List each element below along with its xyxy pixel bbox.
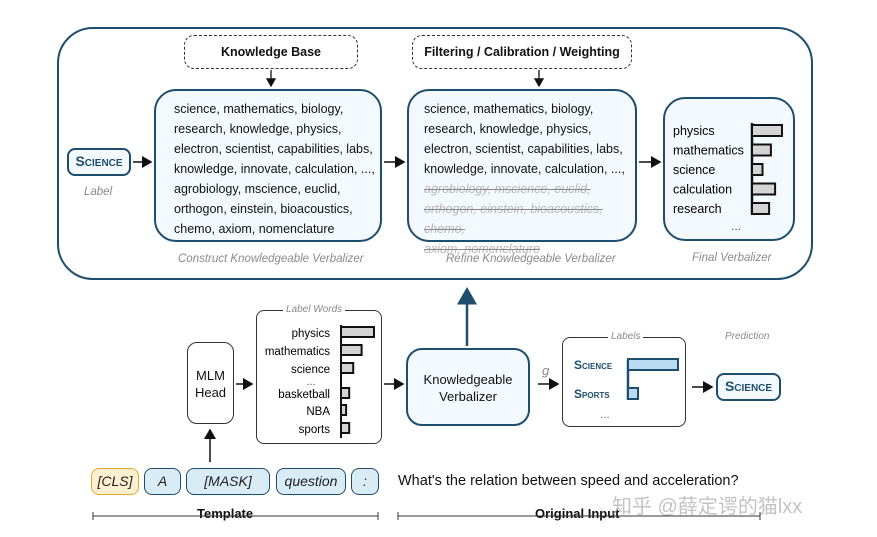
verbalizer-label-2: Verbalizer [439,389,497,404]
original-input-sentence: What's the relation between speed and ac… [398,473,739,489]
final-caption: Final Verbalizer [692,252,772,264]
labels-ellipsis: ... [600,409,609,421]
refine-word-list: science, mathematics, biology, research, … [424,99,635,259]
prediction-caption: Prediction [725,331,770,342]
knowledgeable-verbalizer-box: Knowledgeable Verbalizer [406,348,530,426]
refine-caption: Refine Knowledgeable Verbalizer [446,253,616,265]
label-name: Sports [574,387,610,401]
mlm-head-box: MLM Head [187,342,234,424]
removed-word-line: agrobiology, mscience, euclid, [424,182,591,196]
final-verbalizer-box [663,97,795,241]
science-label-chip: Science [67,148,131,176]
token-colon: : [351,468,379,495]
verbalizer-label-1: Knowledgeable [423,372,513,387]
final-word-bar [751,202,771,215]
label-word: NBA [306,406,330,418]
label-word-bar [340,404,348,416]
word-line: science, mathematics, biology, [174,102,344,116]
prediction-chip: Science [716,373,781,401]
final-word: research [673,202,722,216]
label-word-bar [340,387,351,399]
construct-word-list: science, mathematics, biology, research, … [174,99,380,239]
word-line: research, knowledge, physics, [174,122,342,136]
final-word: science [673,163,715,177]
word-line: agrobiology, mscience, euclid, [174,182,341,196]
kept-word-line: science, mathematics, biology, [424,102,594,116]
knowledge-verbalizer-panel [57,27,813,280]
kept-word-line: research, knowledge, physics, [424,122,592,136]
label-score-bar [627,358,679,371]
mlm-head-label-2: Head [194,385,227,400]
template-label: Template [194,506,257,521]
final-ellipsis: ... [731,219,741,233]
final-word: mathematics [673,144,744,158]
construct-verbalizer-box: science, mathematics, biology, research, … [154,89,382,242]
final-word-bar [751,124,783,137]
label-caption: Label [84,186,113,198]
labels-box [562,337,686,427]
labels-title: Labels [608,331,644,342]
label-word: sports [299,424,331,436]
label-score-bar [627,387,639,400]
construct-caption: Construct Knowledgeable Verbalizer [178,253,364,265]
label-word: physics [292,328,331,340]
final-word-bar [751,182,777,196]
removed-word-line: orthogon, einstein, bioacoustics, chemo, [424,202,603,236]
word-line: chemo, axiom, nomenclature [174,222,335,236]
final-word: calculation [673,183,732,197]
token-mask: [MASK] [186,468,270,495]
watermark: 知乎 @薛定谔的猫lxx [612,496,803,518]
final-word-bar [751,163,764,176]
filtering-label: Filtering / Calibration / Weighting [424,45,620,59]
kept-word-line: knowledge, innovate, calculation, ..., [424,162,625,176]
label-word-bar [340,422,351,434]
label-words-ellipsis: ... [306,376,315,388]
refine-verbalizer-box: science, mathematics, biology, research, … [407,89,637,256]
knowledge-base-box: Knowledge Base [184,35,358,69]
token-cls: [CLS] [91,468,139,495]
mlm-head-label-1: MLM [196,368,225,383]
label-word: science [291,364,330,376]
g-function-label: g [542,363,550,378]
knowledge-base-label: Knowledge Base [220,45,322,59]
token-a: A [144,468,181,495]
original-input-label: Original Input [532,506,623,521]
label-word-bar [340,344,363,356]
kept-word-line: electron, scientist, capabilities, labs, [424,142,623,156]
filtering-box: Filtering / Calibration / Weighting [412,35,632,69]
word-line: orthogon, einstein, bioacoustics, [174,202,353,216]
word-line: electron, scientist, capabilities, labs, [174,142,373,156]
label-word: basketball [278,389,330,401]
label-word-bar [340,362,355,374]
removed-word-line: axiom, nomenclature [424,242,541,256]
final-word-bar [751,143,772,157]
label-word: mathematics [265,346,330,358]
label-word-bar [340,326,375,338]
word-line: knowledge, innovate, calculation, ..., [174,162,375,176]
token-question: question [276,468,346,495]
label-words-title: Label Words [283,304,346,315]
label-name: Science [574,358,613,372]
final-word: physics [673,124,715,138]
